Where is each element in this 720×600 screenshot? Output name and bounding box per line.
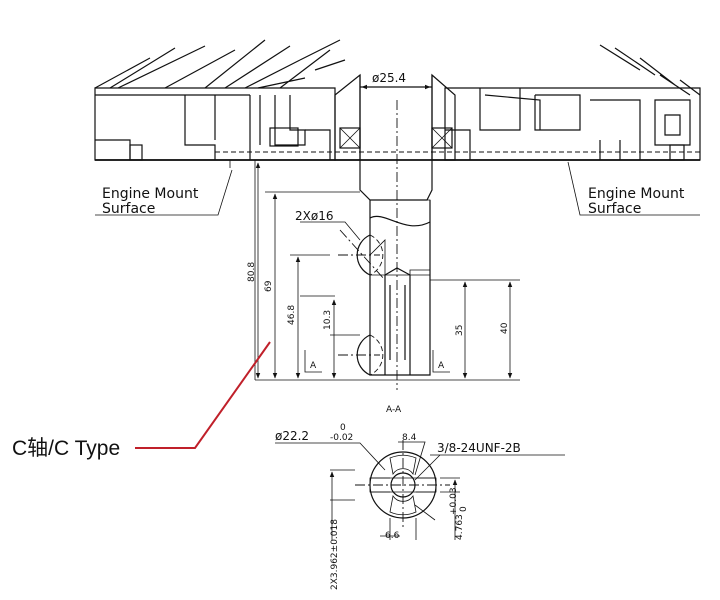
dim-8-4: 8.4: [402, 433, 417, 443]
engine-mount-left-surface: Surface: [102, 201, 155, 217]
dim-35: 35: [455, 325, 465, 336]
callout-leader-line: [135, 341, 271, 449]
callout-label: C轴/C Type: [12, 437, 120, 460]
section-diameter-upper: 0: [340, 423, 346, 433]
dim-40: 40: [500, 322, 510, 334]
key-width-lower: 0: [459, 506, 469, 512]
section-marker-right: A: [438, 361, 445, 371]
engine-mount-right-label: Engine Mount: [588, 186, 685, 202]
engine-mount-left-label: Engine Mount: [102, 186, 199, 202]
section-title: A-A: [386, 405, 402, 415]
thread-spec: 3/8-24UNF-2B: [437, 441, 521, 455]
side-dimensions: [95, 84, 700, 381]
dim-shaft-diameter: ø25.4: [372, 71, 406, 85]
key-width-upper: +0.03: [449, 487, 459, 515]
section-diameter: ø22.2: [275, 429, 309, 443]
crankshaft: [338, 75, 433, 390]
section-view: [275, 440, 565, 540]
engine-housing: [94, 39, 701, 161]
dim-6-6: 6.6: [385, 531, 400, 541]
dim-holes: 2Xø16: [295, 209, 333, 223]
dim-46-8: 46.8: [287, 305, 297, 325]
dim-80-8: 80.8: [247, 262, 257, 282]
key-width: 4.763: [455, 514, 465, 540]
engine-mount-right-surface: Surface: [588, 201, 641, 217]
section-diameter-lower: -0.02: [330, 433, 353, 443]
dim-69: 69: [264, 280, 274, 292]
key-depth: 2X3.962±0.018: [330, 519, 340, 590]
dim-10-3: 10.3: [323, 310, 333, 330]
section-marker-left: A: [310, 361, 317, 371]
